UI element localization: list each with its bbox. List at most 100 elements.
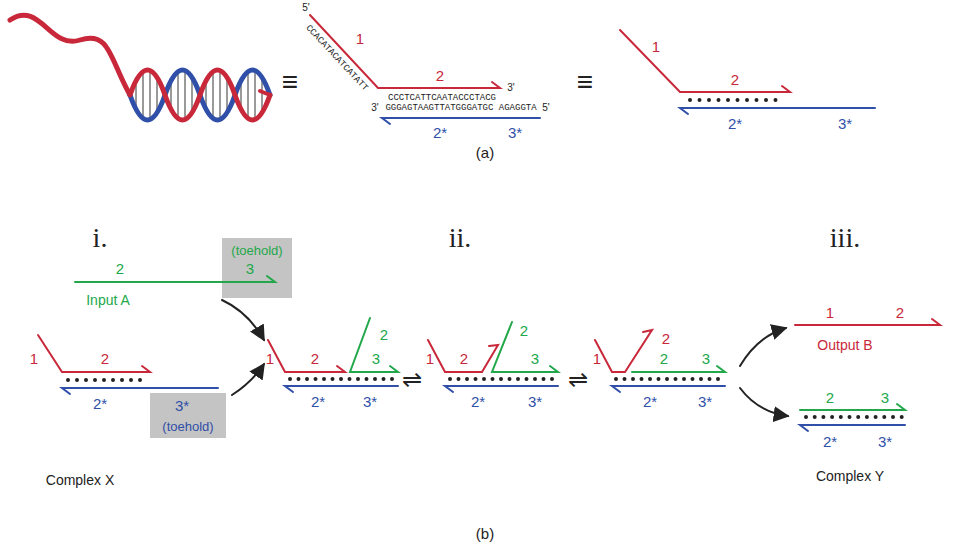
domain-label: 2 <box>116 261 124 276</box>
panel-label: (a) <box>476 145 494 160</box>
base-pair-dots <box>806 415 902 419</box>
equilibrium-arrows: ⇌ <box>568 368 588 392</box>
green-strand <box>492 322 558 372</box>
reaction-arrow <box>222 300 264 340</box>
red-strand <box>595 330 652 372</box>
end-label: 3' <box>507 83 514 93</box>
domain-label: 2 <box>101 351 109 366</box>
complex-name: Complex X <box>46 473 114 487</box>
red-helix-strand <box>130 70 270 120</box>
red-strand <box>38 335 150 372</box>
domain-label: 2* <box>643 394 657 409</box>
end-label: 5' <box>302 3 309 13</box>
domain-label: 3* <box>878 434 892 449</box>
red-strand <box>795 319 940 325</box>
blue-strand <box>800 425 905 431</box>
domain-label: 3* <box>528 394 542 409</box>
domain-label: 1 <box>266 351 274 366</box>
blue-strand <box>445 386 558 392</box>
domain-label: 2* <box>433 125 447 140</box>
step-label: ii. <box>449 224 472 252</box>
domain-label: 3 <box>372 351 380 366</box>
base-pair-rung <box>219 71 221 120</box>
sequence: CCCTCATTCAATACCCTACG <box>388 94 496 103</box>
toehold-label: (toehold) <box>231 244 282 257</box>
red-helix-head <box>260 91 270 105</box>
base-pair-rung <box>254 71 256 120</box>
base-pair-dots <box>290 377 395 381</box>
reaction-arrow <box>232 364 264 395</box>
domain-label: 2 <box>731 72 739 87</box>
domain-label: 1 <box>826 305 834 320</box>
step-label: iii. <box>830 224 860 252</box>
reaction-arrow <box>740 388 788 416</box>
end-label: 5' <box>542 103 549 113</box>
base-pair-rung <box>184 71 186 120</box>
green-strand <box>350 318 398 372</box>
reaction-arrow <box>740 328 786 366</box>
base-pair-rung <box>149 71 151 120</box>
domain-label: 3* <box>698 394 712 409</box>
domain-label: 2 <box>826 390 834 405</box>
complex-name: Complex Y <box>816 469 884 483</box>
step-label: i. <box>93 224 108 252</box>
domain-label: 1 <box>652 39 660 54</box>
sequence: GGGAGTAAGTTATGGGATGC AGAGGTA <box>385 104 536 113</box>
red-strand <box>620 30 790 92</box>
domain-label: 2 <box>520 323 528 338</box>
base-pair-dots <box>450 377 555 381</box>
strand-name: Input A <box>86 293 130 307</box>
domain-label: 1 <box>426 351 434 366</box>
strand-name: Output B <box>817 338 872 352</box>
domain-label: 3 <box>246 261 254 276</box>
base-pair-dots <box>68 378 148 382</box>
domain-label: 3 <box>881 390 889 405</box>
domain-label: 2 <box>380 327 388 342</box>
green-strand <box>632 366 725 372</box>
red-strand <box>428 340 498 372</box>
domain-label: 2* <box>93 396 107 411</box>
toehold-label: (toehold) <box>162 420 213 433</box>
domain-label: 3 <box>531 351 539 366</box>
domain-label: 1 <box>30 351 38 366</box>
domain-label: 2 <box>896 305 904 320</box>
blue-helix-strand <box>130 70 270 120</box>
domain-label: 2* <box>311 394 325 409</box>
domain-label: 2 <box>460 351 468 366</box>
blue-strand <box>62 388 218 394</box>
domain-label: 2* <box>823 434 837 449</box>
end-label: 3' <box>371 103 378 113</box>
blue-strand <box>285 386 398 392</box>
domain-label: 3 <box>702 351 710 366</box>
red-strand-tail <box>10 15 130 95</box>
domain-label: 2* <box>728 116 742 131</box>
toehold-box <box>222 238 292 298</box>
domain-label: 2 <box>311 351 319 366</box>
base-pair-rung <box>142 72 144 118</box>
domain-label: 2 <box>662 331 670 346</box>
domain-label: 1 <box>593 351 601 366</box>
red-strand <box>268 340 345 372</box>
green-strand <box>75 276 275 282</box>
blue-strand <box>382 118 540 124</box>
base-pair-rung <box>177 72 179 118</box>
domain-label: 3* <box>508 125 522 140</box>
base-pair-rung <box>247 72 249 118</box>
panel-label: (b) <box>476 526 494 541</box>
equilibrium-arrows: ⇌ <box>402 368 422 392</box>
domain-label: 2 <box>660 351 668 366</box>
base-pair-rung <box>212 72 214 118</box>
domain-label: 3* <box>175 398 189 413</box>
domain-label: 3* <box>838 116 852 131</box>
domain-label: 3* <box>363 394 377 409</box>
domain-label: 2* <box>471 394 485 409</box>
equivalence-sign: ≡ <box>282 68 298 96</box>
toehold-box <box>150 393 226 438</box>
green-strand <box>800 404 905 410</box>
domain-label: 2 <box>436 68 444 83</box>
equivalence-sign: ≡ <box>577 68 593 96</box>
red-strand <box>310 15 500 88</box>
base-pair-dots <box>616 377 722 381</box>
domain-label: 1 <box>356 31 364 46</box>
